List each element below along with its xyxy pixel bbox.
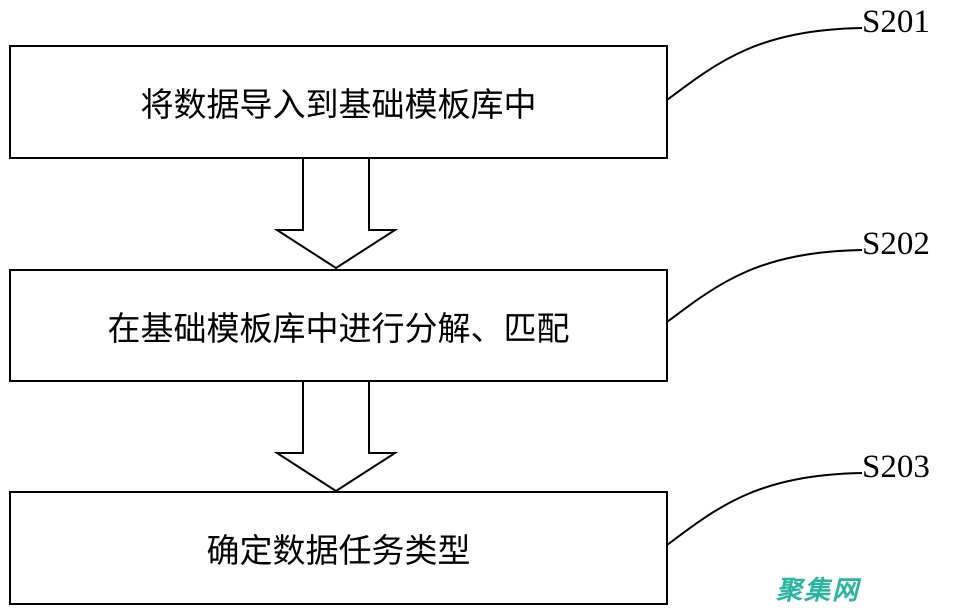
step-label-s202: S202 <box>862 226 930 262</box>
leader-line-s203 <box>666 472 863 546</box>
step-box-s202: 在基础模板库中进行分解、匹配 <box>9 269 668 382</box>
step-text: 将数据导入到基础模板库中 <box>140 85 537 124</box>
step-label-s201: S201 <box>862 4 930 40</box>
step-label-s203: S203 <box>862 449 930 485</box>
leader-line-s202 <box>666 249 863 323</box>
down-arrow-1 <box>273 157 399 270</box>
step-text: 确定数据任务类型 <box>206 531 471 570</box>
watermark-logo: 聚集网 <box>776 576 861 606</box>
step-box-s203: 确定数据任务类型 <box>9 491 668 605</box>
step-text: 在基础模板库中进行分解、匹配 <box>107 308 570 348</box>
down-arrow-2 <box>273 380 399 493</box>
step-box-s201: 将数据导入到基础模板库中 <box>9 45 668 159</box>
leader-line-s201 <box>666 27 863 101</box>
